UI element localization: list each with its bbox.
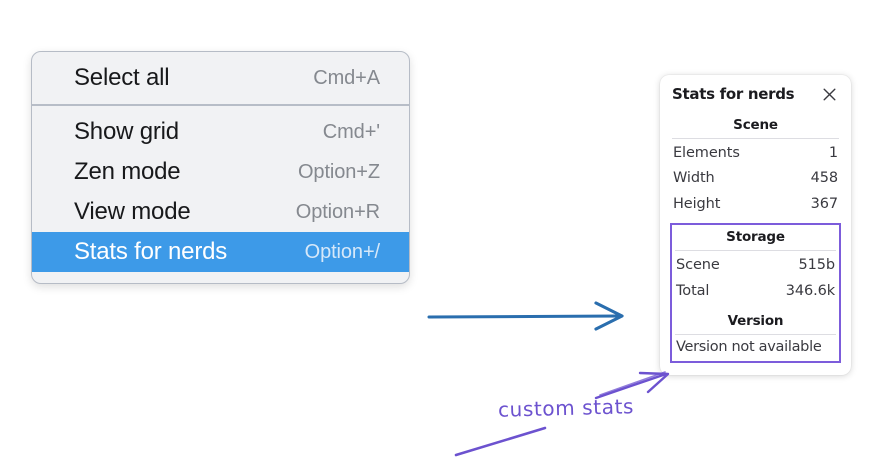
menu-item-show-grid[interactable]: Show grid Cmd+' (32, 112, 409, 152)
section-divider (672, 138, 839, 139)
close-icon[interactable] (821, 86, 838, 103)
stat-row: Scene 515b (675, 253, 836, 278)
menu-item-zen-mode[interactable]: Zen mode Option+Z (32, 152, 409, 192)
stats-section-storage: Storage Scene 515b Total 346.6k (675, 228, 836, 304)
stat-value: 1 (828, 145, 838, 161)
blue-arrow-menu-to-panel (427, 301, 624, 331)
menu-item-label: Stats for nerds (74, 238, 228, 265)
stat-value: 458 (810, 170, 838, 187)
menu-item-label: Select all (74, 64, 170, 91)
section-divider (675, 250, 836, 252)
stat-key: Height (673, 195, 721, 212)
stats-section-scene: Scene Elements 1 Width 458 Height 367 (672, 116, 839, 217)
menu-item-select-all[interactable]: Select all Cmd+A (32, 58, 409, 98)
panel-header: Stats for nerds (672, 85, 839, 103)
section-heading: Scene (733, 117, 778, 133)
section-heading: Storage (726, 229, 785, 246)
purple-underline-stroke (454, 426, 547, 457)
menu-item-label: Zen mode (74, 158, 181, 185)
menu-item-stats-for-nerds[interactable]: Stats for nerds Option+/ (32, 232, 409, 272)
context-menu[interactable]: Select all Cmd+A Show grid Cmd+' Zen mod… (31, 51, 410, 284)
stat-row: Width 458 (672, 166, 839, 191)
menu-item-label: Show grid (74, 118, 179, 145)
menu-item-shortcut: Option+Z (297, 160, 380, 183)
panel-title: Stats for nerds (672, 85, 795, 103)
stats-section-version: Version Version not available (675, 304, 836, 357)
stat-key: Width (673, 170, 715, 187)
menu-item-view-mode[interactable]: View mode Option+R (32, 192, 409, 232)
menu-group-1: Select all Cmd+A (32, 52, 409, 104)
stat-row: Elements 1 (672, 141, 839, 166)
version-note: Version not available (676, 339, 822, 356)
menu-item-label: View mode (74, 198, 191, 225)
menu-item-shortcut: Option+R (295, 200, 380, 223)
stat-row: Height 367 (672, 192, 839, 217)
section-divider (675, 334, 836, 336)
menu-item-shortcut: Option+/ (304, 240, 380, 263)
menu-group-2: Show grid Cmd+' Zen mode Option+Z View m… (32, 104, 409, 283)
stat-key: Scene (676, 257, 720, 274)
stat-value: 515b (798, 257, 836, 274)
stat-key: Total (676, 282, 710, 299)
annotation-label-custom-stats: custom stats (497, 394, 635, 422)
menu-item-shortcut: Cmd+' (322, 120, 380, 143)
menu-item-shortcut: Cmd+A (313, 66, 380, 89)
stats-for-nerds-panel: Stats for nerds Scene Elements 1 Width 4… (660, 75, 851, 376)
stat-value: 367 (810, 195, 838, 212)
custom-stats-highlight-box: Storage Scene 515b Total 346.6k Version … (670, 223, 841, 364)
section-heading: Version (727, 313, 784, 330)
stat-row: Total 346.6k (675, 279, 836, 304)
stat-value: 346.6k (785, 282, 835, 299)
stat-key: Elements (673, 145, 740, 161)
